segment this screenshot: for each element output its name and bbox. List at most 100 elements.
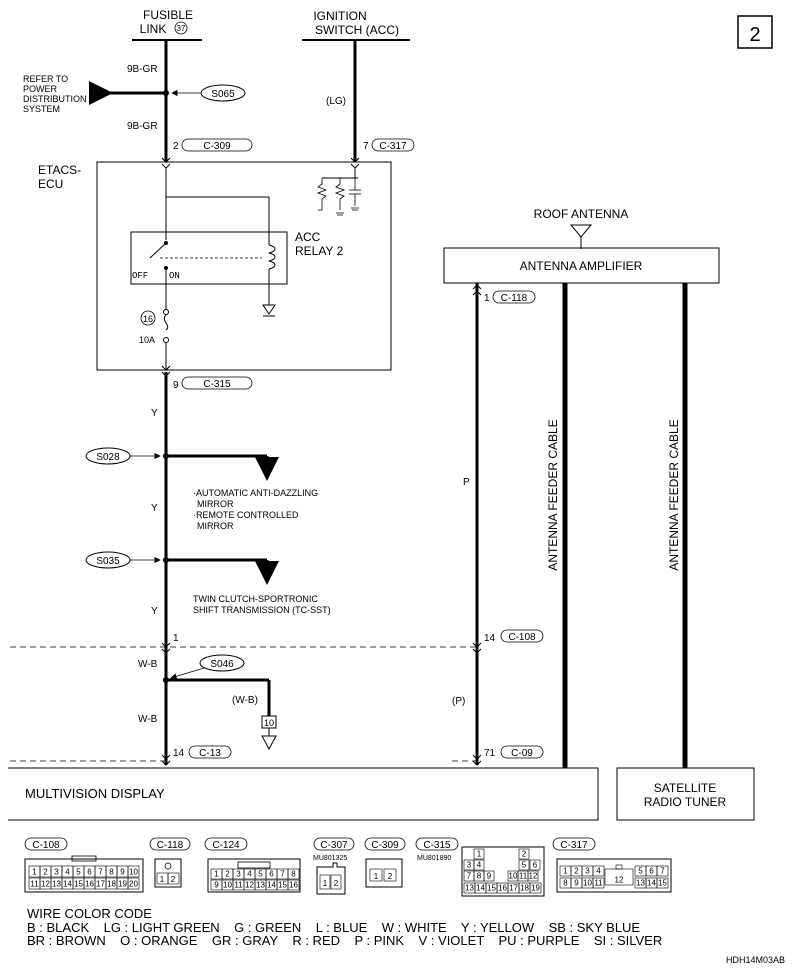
wire-wb-2: W-B bbox=[138, 714, 158, 725]
svg-text:C-118: C-118 bbox=[157, 840, 184, 851]
svg-text:DISTRIBUTION: DISTRIBUTION bbox=[23, 94, 87, 104]
c124-pin: 6 bbox=[269, 870, 274, 879]
svg-text:14: 14 bbox=[173, 748, 185, 759]
fuse-16: 16 10A bbox=[139, 268, 171, 377]
c124-pin: 13 bbox=[256, 881, 265, 890]
svg-text:SYSTEM: SYSTEM bbox=[23, 104, 60, 114]
svg-text:71: 71 bbox=[484, 748, 496, 759]
c108-pin: 10 bbox=[129, 868, 138, 877]
svg-text:S046: S046 bbox=[210, 659, 234, 670]
svg-text:1: 1 bbox=[323, 879, 328, 888]
svg-text:16: 16 bbox=[143, 314, 153, 324]
svg-text:MULTIVISION DISPLAY: MULTIVISION DISPLAY bbox=[25, 786, 165, 801]
wire-y-2: Y bbox=[151, 503, 158, 514]
c108-pin: 17 bbox=[96, 880, 105, 889]
c317-pin: 2 bbox=[574, 867, 579, 876]
svg-text:MIRROR: MIRROR bbox=[197, 521, 234, 531]
svg-text:10: 10 bbox=[264, 718, 274, 728]
c108-pin: 4 bbox=[65, 868, 70, 877]
switch-acc-label: SWITCH (ACC) bbox=[315, 23, 399, 37]
svg-text:9: 9 bbox=[173, 380, 179, 391]
svg-text:OFF: OFF bbox=[132, 271, 148, 281]
pin-c315: 9 C-315 bbox=[173, 376, 253, 391]
svg-text:ECU: ECU bbox=[38, 177, 63, 191]
fusible-number: 37 bbox=[177, 24, 186, 33]
c317-pin: 8 bbox=[563, 879, 568, 888]
c317-pin: 5 bbox=[638, 867, 643, 876]
tcsst-destination: TWIN CLUTCH-SPORTRONIC SHIFT TRANSMISSIO… bbox=[193, 594, 331, 615]
svg-text:1: 1 bbox=[160, 875, 165, 884]
c317-pin: 6 bbox=[649, 867, 654, 876]
c315-pin: 10 bbox=[509, 872, 518, 881]
svg-text:C-315: C-315 bbox=[423, 840, 451, 851]
c317-pin: 9 bbox=[574, 879, 579, 888]
wire-lg: (LG) bbox=[326, 96, 346, 107]
acc-relay-2: ACC RELAY 2 OFF ON bbox=[130, 230, 344, 317]
fusible-link-source: FUSIBLE LINK 37 bbox=[132, 8, 202, 41]
c108-pin: 19 bbox=[118, 880, 127, 889]
c315-pin: 2 bbox=[522, 850, 527, 859]
pin-1-label: 1 bbox=[173, 633, 179, 644]
c108-pin: 3 bbox=[54, 868, 59, 877]
c315-pin: 15 bbox=[487, 884, 496, 893]
c108-pin: 9 bbox=[120, 868, 125, 877]
c317-pin: 15 bbox=[658, 879, 667, 888]
c124-pin: 15 bbox=[278, 881, 287, 890]
svg-text:ANTENNA AMPLIFIER: ANTENNA AMPLIFIER bbox=[520, 259, 643, 273]
c317-pin: 1 bbox=[563, 867, 568, 876]
svg-text:7: 7 bbox=[363, 141, 369, 152]
refer-power-distribution: REFER TO POWER DISTRIBUTION SYSTEM bbox=[23, 74, 169, 114]
svg-text:C-315: C-315 bbox=[203, 379, 231, 390]
antenna-amplifier: ANTENNA AMPLIFIER bbox=[443, 247, 720, 284]
c317-pin: 4 bbox=[596, 867, 601, 876]
c315-pin: 16 bbox=[498, 884, 507, 893]
svg-text:BR : BROWN O : ORANGE GR: BR : BROWN O : ORANGE GR : GRAY R : RED … bbox=[27, 933, 662, 948]
svg-text:C-309: C-309 bbox=[371, 840, 399, 851]
page-number: 2 bbox=[749, 24, 760, 46]
svg-text:WIRE COLOR CODE: WIRE COLOR CODE bbox=[27, 906, 152, 921]
splice-s028: S028 bbox=[85, 447, 279, 481]
wire-9b-gr-bottom: 9B-GR bbox=[127, 121, 158, 132]
wire-wb-1: W-B bbox=[138, 659, 158, 670]
c315-pin: 9 bbox=[487, 872, 492, 881]
feeder-cable-1-label: ANTENNA FEEDER CABLE bbox=[546, 419, 560, 570]
pin-c108: 14 C-108 bbox=[484, 629, 544, 644]
svg-text:C-108: C-108 bbox=[508, 632, 536, 643]
wire-wb-3: (W-B) bbox=[232, 695, 258, 706]
link-label: LINK bbox=[140, 22, 167, 36]
mirror-destination: ·AUTOMATIC ANTI-DAZZLING MIRROR ·REMOTE … bbox=[193, 488, 318, 531]
svg-text:RELAY 2: RELAY 2 bbox=[295, 244, 344, 258]
c315-pin: 14 bbox=[476, 884, 485, 893]
ignition-switch-source: IGNITION SWITCH (ACC) bbox=[302, 9, 410, 41]
svg-text:ON: ON bbox=[169, 271, 180, 281]
pin-c309: 2 C-309 bbox=[173, 138, 253, 152]
c124-pin: 12 bbox=[245, 881, 254, 890]
etacs-ecu: ETACS- ECU bbox=[38, 157, 392, 371]
c317-pin: 10 bbox=[583, 879, 592, 888]
c124-pin: 11 bbox=[234, 881, 243, 890]
c315-pin: 17 bbox=[509, 884, 518, 893]
c108-pin: 7 bbox=[98, 868, 103, 877]
svg-text:B : BLACK LG : LIGHT GREEN: B : BLACK LG : LIGHT GREEN G : GREEN L :… bbox=[27, 920, 640, 935]
svg-text:C-13: C-13 bbox=[199, 748, 221, 759]
c108-pin: 11 bbox=[30, 880, 39, 889]
c317-pin: 13 bbox=[636, 879, 645, 888]
c124-pin: 3 bbox=[236, 870, 241, 879]
svg-text:RADIO TUNER: RADIO TUNER bbox=[644, 795, 727, 809]
svg-text:SATELLITE: SATELLITE bbox=[654, 781, 716, 795]
roof-antenna: ROOF ANTENNA bbox=[534, 207, 628, 249]
c315-pin: 1 bbox=[477, 850, 482, 859]
svg-text:2: 2 bbox=[388, 872, 393, 881]
svg-text:·REMOTE CONTROLLED: ·REMOTE CONTROLLED bbox=[193, 510, 299, 520]
svg-text:REFER TO: REFER TO bbox=[23, 74, 68, 84]
c317-pin: 3 bbox=[585, 867, 590, 876]
svg-text:C-317: C-317 bbox=[560, 840, 588, 851]
c315-pin: 11 bbox=[519, 872, 528, 881]
c124-pin: 14 bbox=[267, 881, 276, 890]
svg-text:14: 14 bbox=[484, 633, 496, 644]
